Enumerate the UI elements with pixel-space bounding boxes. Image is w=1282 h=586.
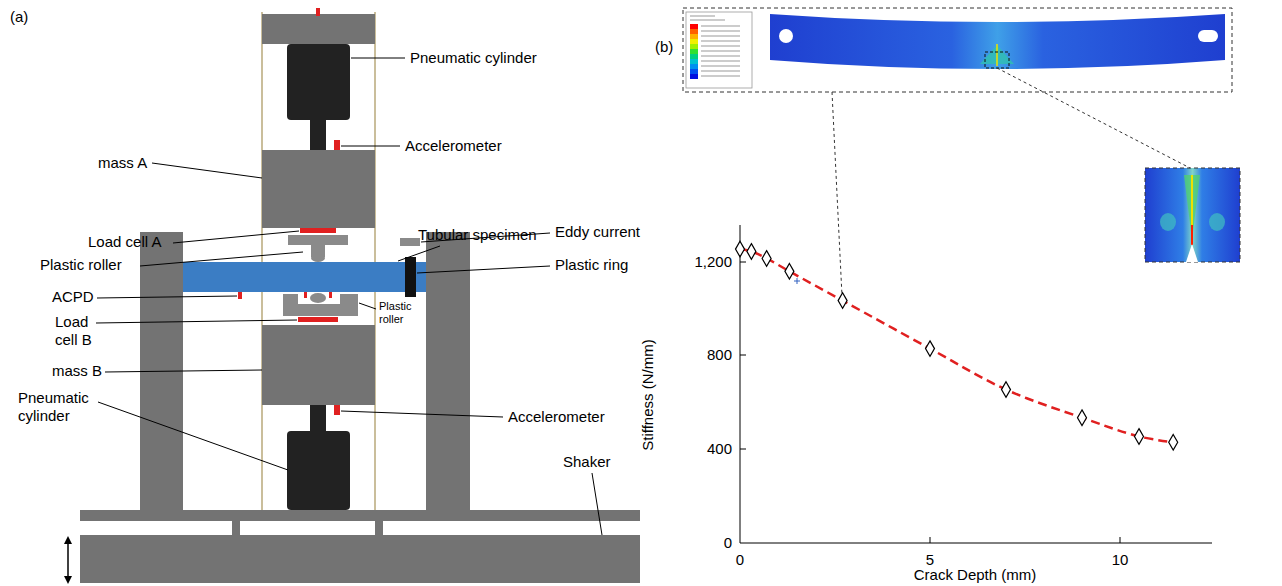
part-label: Tubular specimen — [418, 226, 537, 244]
leader-line — [105, 370, 262, 372]
plastic-roller — [310, 293, 326, 303]
leader-line — [140, 252, 303, 266]
part-label: Pneumatic cylinder — [18, 389, 100, 425]
leader-line — [592, 473, 602, 535]
axis-title: Crack Depth (mm) — [914, 566, 1037, 584]
leader-line — [341, 411, 503, 417]
part-label: Load cell B — [55, 313, 107, 349]
leader-line — [398, 246, 440, 261]
mass-block — [262, 325, 375, 405]
roller-cradle — [283, 294, 358, 316]
part-label: Accelerometer — [405, 137, 502, 155]
load-cell — [300, 228, 336, 233]
support-column — [426, 232, 470, 510]
leader-line — [173, 231, 299, 243]
tick-label: 0 — [668, 534, 732, 552]
data-point — [1002, 382, 1011, 398]
beam-model — [770, 14, 1225, 69]
leader-line — [997, 68, 1190, 168]
mass-block — [262, 150, 375, 228]
zoom-inset — [1145, 168, 1240, 262]
leader-line — [341, 146, 400, 147]
plastic-ring — [405, 257, 416, 297]
crack-tip — [996, 44, 998, 66]
part-label: Eddy current — [555, 223, 640, 241]
eddy-current-probe — [400, 238, 420, 246]
load-cell — [298, 317, 338, 322]
accelerometer — [334, 140, 340, 150]
shaker-table — [80, 535, 640, 583]
part-label: Plastic roller — [40, 256, 122, 274]
test-rig — [68, 8, 640, 583]
roller-holder — [288, 235, 348, 245]
tick-label: 10 — [1100, 551, 1140, 569]
bolt-hole — [779, 29, 793, 43]
contour-legend — [686, 12, 752, 88]
frame-rod — [261, 12, 263, 510]
part-label: Pneumatic cylinder — [410, 49, 537, 67]
sensor-mark — [329, 292, 332, 298]
leader-lines — [96, 58, 602, 535]
tick-label: 0 — [725, 551, 755, 569]
data-point — [1078, 410, 1087, 426]
bolt-slot — [1198, 30, 1218, 42]
leader-line — [832, 92, 842, 296]
sensor-mark — [304, 292, 307, 298]
leader-line — [97, 296, 237, 298]
part-label: Accelerometer — [508, 408, 605, 426]
crack-notch — [1186, 244, 1198, 262]
tubular-specimen — [183, 262, 426, 292]
panel-label: (a) — [10, 8, 28, 26]
zoom-marker — [985, 52, 1009, 68]
data-point — [926, 341, 935, 357]
data-point — [762, 251, 771, 267]
top-plate — [262, 14, 375, 44]
accelerometer — [334, 405, 340, 415]
leader-line — [96, 320, 297, 323]
tick-label: 800 — [668, 346, 732, 364]
part-label: Plastic ring — [555, 256, 628, 274]
leader-line — [417, 266, 550, 273]
pneumatic-cylinder — [287, 44, 350, 120]
axis-title: Stiffness (N/mm) — [639, 339, 657, 450]
data-point — [1135, 429, 1144, 445]
chart-axes — [740, 225, 1212, 543]
plate-leg — [375, 521, 383, 535]
acpd-probe — [238, 292, 242, 299]
pneumatic-cylinder — [287, 431, 350, 510]
data-point — [1169, 435, 1178, 451]
contour-scale — [690, 16, 740, 79]
leader-line — [152, 163, 262, 178]
leader-line — [359, 303, 376, 309]
data-point — [785, 264, 794, 280]
fe-inset — [683, 8, 1240, 296]
part-label: Shaker — [563, 453, 611, 471]
plate-leg — [232, 521, 240, 535]
fit-curve — [740, 249, 1173, 442]
tick-label: 400 — [668, 440, 732, 458]
inset-frame — [683, 8, 1232, 92]
stiffness-plot — [736, 241, 1178, 450]
part-label: ACPD — [52, 288, 94, 306]
part-label: Load cell A — [88, 233, 161, 251]
plastic-roller — [311, 254, 325, 262]
piston-rod — [310, 118, 326, 152]
sensor-mark — [316, 8, 320, 16]
data-point — [838, 293, 847, 309]
data-point — [747, 244, 756, 260]
leader-line — [351, 58, 405, 59]
part-label: mass A — [98, 154, 147, 172]
tick-label: 1,200 — [668, 253, 732, 271]
data-point — [736, 241, 745, 257]
motion-arrow — [67, 540, 69, 580]
leader-line — [98, 402, 288, 470]
part-label: Plastic roller — [379, 300, 423, 326]
part-label: mass B — [52, 362, 102, 380]
piston-rod — [310, 405, 326, 433]
panel-label: (b) — [655, 38, 673, 56]
base-plate — [80, 510, 640, 521]
stray-marker — [794, 278, 800, 284]
frame-rod — [374, 12, 376, 510]
